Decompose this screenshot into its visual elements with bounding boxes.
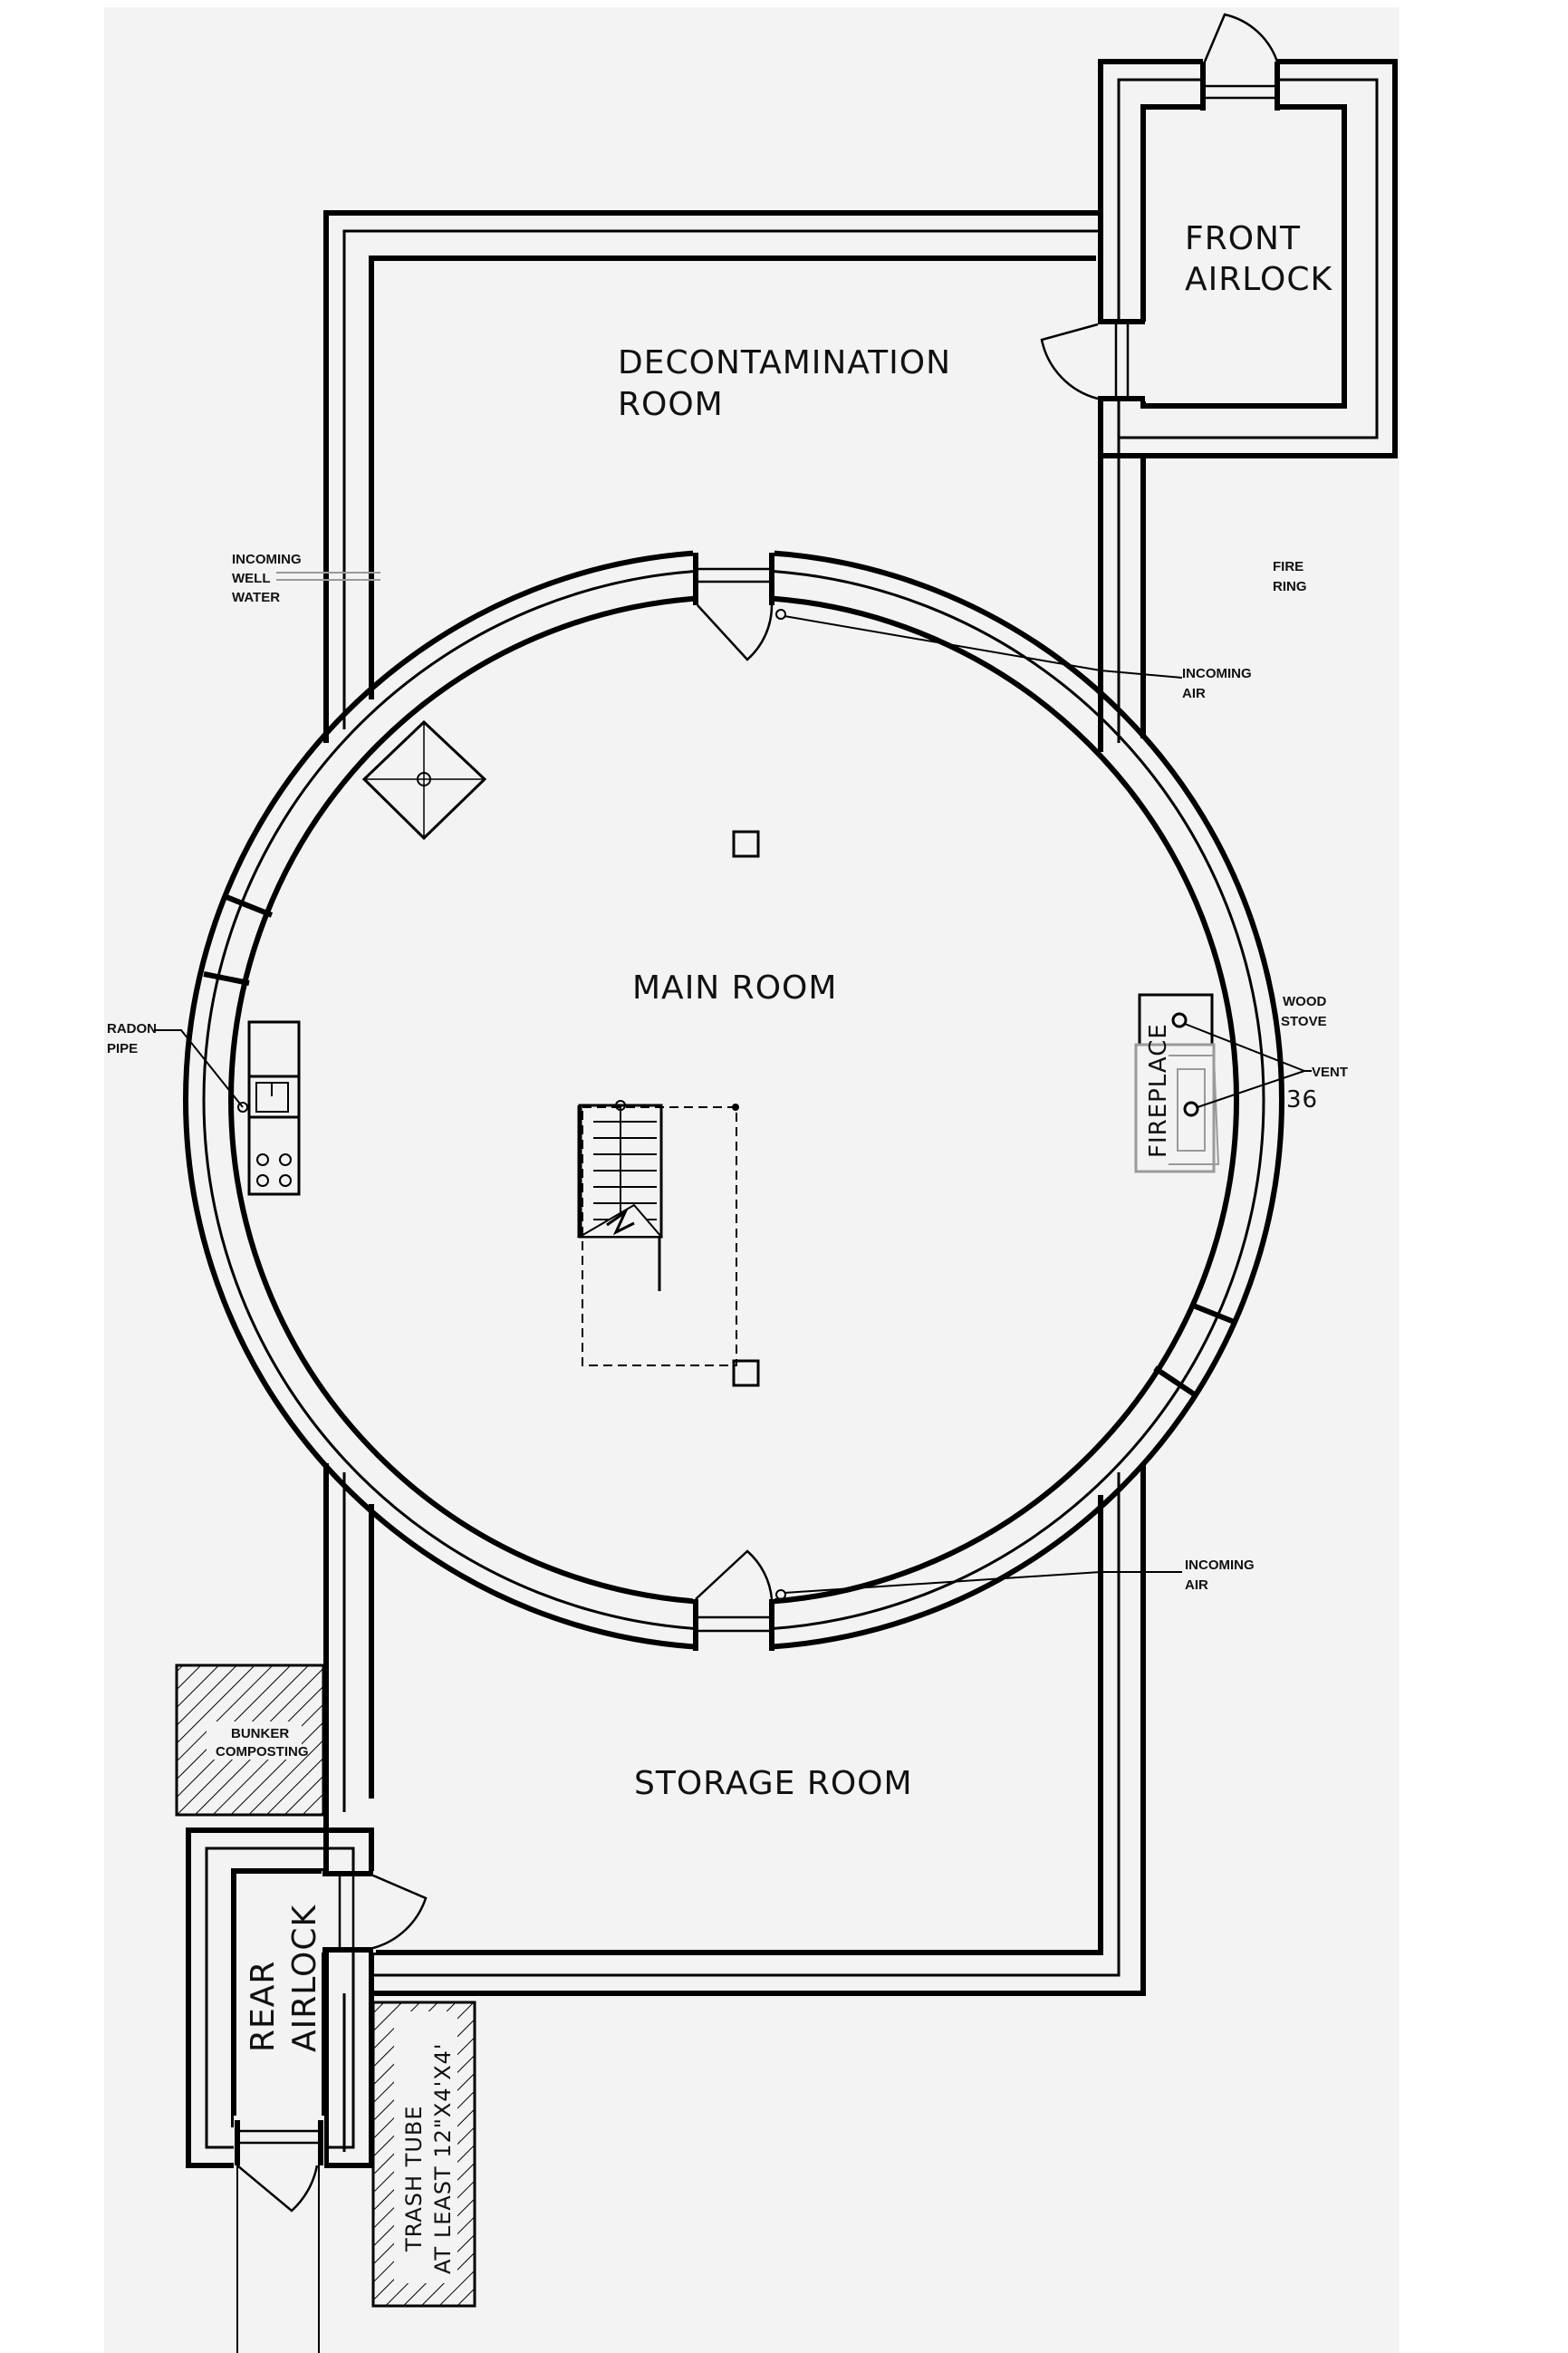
rear-airlock-side-door[interactable]	[372, 1874, 428, 1950]
decontamination-label-2: ROOM	[618, 386, 724, 423]
radon-pipe-label-1: RADON	[107, 1021, 157, 1037]
column-top	[732, 830, 760, 858]
main-room-bottom-door-opening	[693, 1596, 774, 1653]
wood-stove-label-1: WOOD	[1283, 994, 1326, 1009]
incoming-well-water-label-2: WELL	[232, 571, 271, 586]
decontamination-door[interactable]	[1040, 323, 1099, 400]
vent-leaders	[1184, 1023, 1312, 1108]
fire-ring-label-2: RING	[1273, 579, 1307, 594]
incoming-air-top-label-2: AIR	[1182, 686, 1206, 701]
fire-ring-label-1: FIRE	[1273, 559, 1303, 574]
main-room-label: MAIN ROOM	[632, 969, 837, 1007]
fireplace-icon	[1134, 1043, 1220, 1173]
radon-pipe-label-2: PIPE	[107, 1041, 138, 1056]
incoming-well-water-label-3: WATER	[232, 590, 280, 605]
trash-tube-label-1: TRASH TUBE	[401, 2105, 427, 2252]
rear-airlock-label-2: AIRLOCK	[286, 1904, 323, 2052]
incoming-air-bottom-label-2: AIR	[1185, 1577, 1208, 1593]
well-water-pipe	[276, 572, 380, 581]
vent-size-label: 36	[1286, 1086, 1318, 1114]
storage-room-label: STORAGE ROOM	[634, 1765, 913, 1802]
front-airlock-walls	[1098, 54, 1398, 458]
column-bottom	[732, 1359, 760, 1387]
incoming-well-water-label-1: INCOMING	[232, 552, 302, 567]
main-room-bottom-door[interactable]	[695, 1549, 774, 1600]
front-airlock-label-1: FRONT	[1185, 220, 1301, 257]
bunker-composting-label-2: COMPOSTING	[216, 1744, 309, 1760]
vent-label: VENT	[1312, 1065, 1348, 1080]
main-room-top-door[interactable]	[697, 604, 774, 661]
trash-tube-label-bg	[394, 2011, 457, 2283]
incoming-air-top-label-1: INCOMING	[1182, 666, 1252, 681]
rear-exit-path	[236, 2165, 320, 2353]
front-door[interactable]	[1203, 13, 1279, 63]
incoming-air-bottom-label-1: INCOMING	[1185, 1557, 1255, 1573]
trash-tube-label-2: AT LEAST 12"X4'X4'	[430, 2042, 456, 2274]
shower-drain-icon	[361, 719, 487, 841]
wood-stove-label-2: STOVE	[1281, 1014, 1327, 1029]
radon-pipe-leader	[154, 1029, 248, 1113]
decontamination-label-1: DECONTAMINATION	[618, 344, 951, 381]
rear-airlock-label-1: REAR	[245, 1961, 282, 2052]
front-airlock-label-2: AIRLOCK	[1185, 261, 1333, 298]
cooktop-icon	[247, 1115, 301, 1196]
bunker-composting-label-1: BUNKER	[231, 1726, 289, 1741]
rear-airlock-walls	[186, 1827, 376, 2170]
drawing-sheet	[104, 7, 1400, 2353]
incoming-air-top-leader	[775, 609, 1183, 679]
fireplace-label: FIREPLACE	[1145, 1023, 1172, 1158]
bunker-composting-label-bg	[207, 1721, 302, 1760]
stair-icon	[576, 1100, 739, 1366]
rear-airlock-outer-door[interactable]	[236, 2165, 319, 2213]
main-room-top-door-opening	[693, 548, 774, 607]
